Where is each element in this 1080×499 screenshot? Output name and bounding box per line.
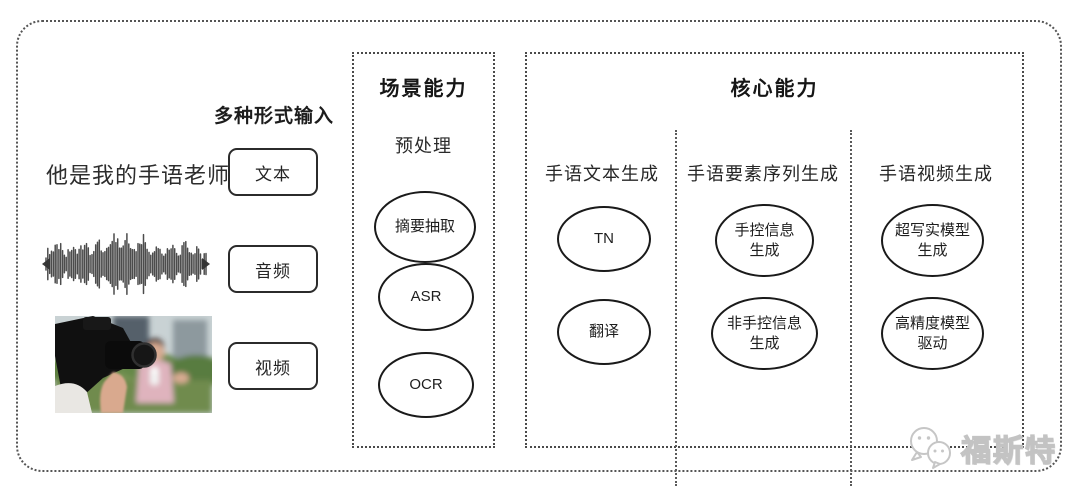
input-mode-audio-label: 音频 xyxy=(255,261,291,281)
input-mode-audio-box: 音频 xyxy=(228,245,318,293)
scene-capability-box: 场景能力 预处理 摘要抽取 ASR OCR xyxy=(352,52,495,448)
node-summary-extraction-label: 摘要抽取 xyxy=(394,218,455,236)
node-high-precision-model-driving: 高精度模型 驱动 xyxy=(881,297,984,370)
node-hyperrealistic-model-generation: 超写实模型 生成 xyxy=(881,204,984,277)
node-summary-extraction: 摘要抽取 xyxy=(374,191,476,263)
node-translation-label: 翻译 xyxy=(588,323,619,341)
node-nonmanual-info-generation-label: 非手控信息 生成 xyxy=(726,315,802,352)
node-tn: TN xyxy=(557,206,651,272)
column-divider-1 xyxy=(675,130,677,486)
watermark: 福斯特 xyxy=(905,424,1057,472)
node-nonmanual-info-generation: 非手控信息 生成 xyxy=(711,297,818,370)
node-asr-label: ASR xyxy=(410,288,442,306)
input-section-title: 多种形式输入 xyxy=(213,106,334,127)
input-mode-video-label: 视频 xyxy=(255,358,291,378)
core-capability-box: 核心能力 手语文本生成 手语要素序列生成 手语视频生成 TN 翻译 手控信息 生… xyxy=(525,52,1024,486)
node-tn-label: TN xyxy=(594,230,614,248)
watermark-text: 福斯特 xyxy=(960,434,1057,468)
node-manual-info-generation: 手控信息 生成 xyxy=(715,204,814,277)
node-asr: ASR xyxy=(378,263,474,331)
sample-sentence-text: 他是我的手语老师 xyxy=(46,163,231,188)
audio-waveform-icon xyxy=(42,233,210,295)
node-manual-info-generation-label: 手控信息 生成 xyxy=(734,222,795,259)
column-label-sign-element-sequence-generation: 手语要素序列生成 xyxy=(687,164,839,184)
core-capability-title: 核心能力 xyxy=(730,78,819,100)
chat-bubbles-logo-icon xyxy=(910,427,951,469)
video-thumbnail-image xyxy=(55,316,212,413)
node-ocr-label: OCR xyxy=(409,376,443,394)
preprocess-label: 预处理 xyxy=(395,136,452,156)
node-hyperrealistic-model-generation-label: 超写实模型 生成 xyxy=(894,222,970,259)
node-high-precision-model-driving-label: 高精度模型 驱动 xyxy=(894,315,970,352)
node-ocr: OCR xyxy=(378,352,474,418)
column-label-sign-video-generation: 手语视频生成 xyxy=(879,164,993,184)
input-mode-text-label: 文本 xyxy=(255,164,291,184)
column-divider-2 xyxy=(850,130,852,486)
camera-foreground xyxy=(55,316,157,413)
scene-capability-title: 场景能力 xyxy=(379,78,468,100)
input-mode-video-box: 视频 xyxy=(228,342,318,390)
node-translation: 翻译 xyxy=(557,299,651,365)
outer-dotted-border xyxy=(16,20,1062,472)
column-label-sign-text-generation: 手语文本生成 xyxy=(545,164,659,184)
input-mode-text-box: 文本 xyxy=(228,148,318,196)
